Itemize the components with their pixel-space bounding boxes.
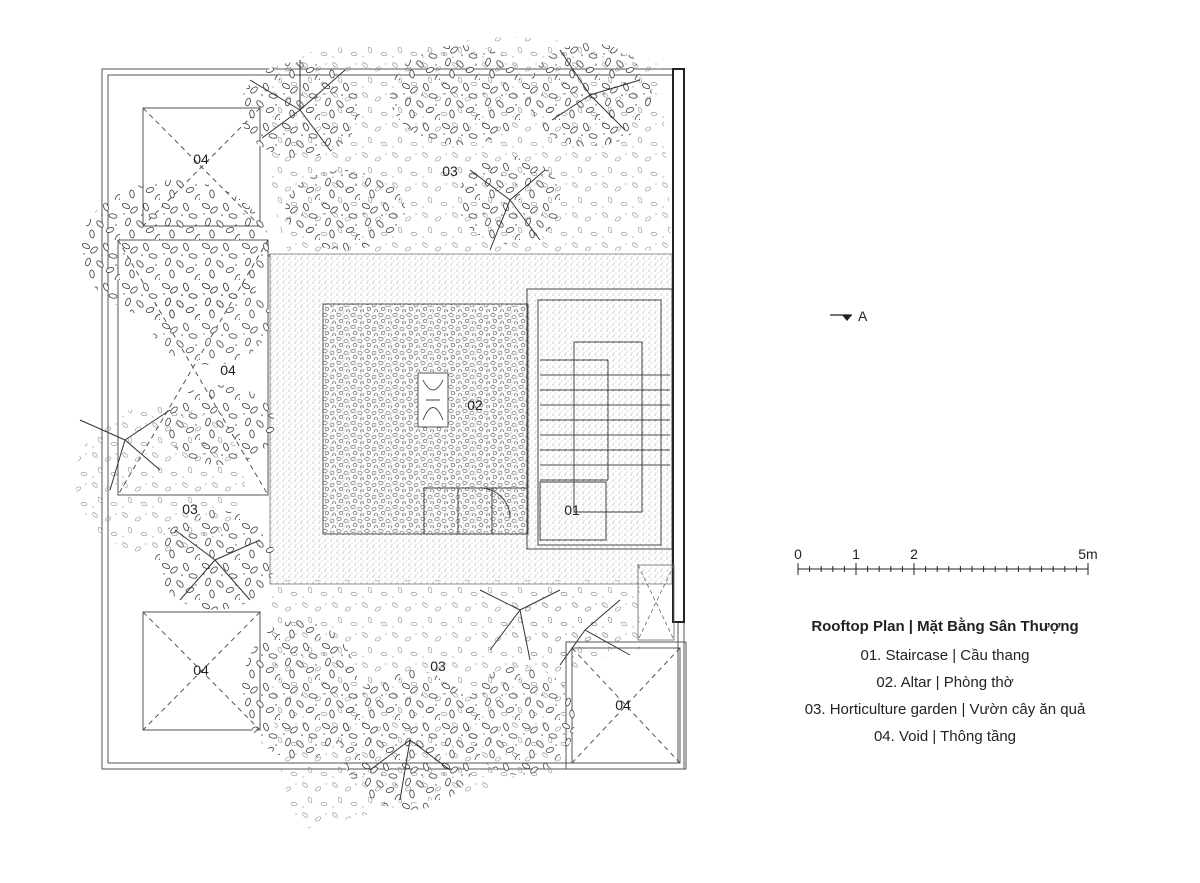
east-wall [672,68,685,623]
legend-item-void: 04. Void | Thông tầng [873,728,1017,745]
scale-bar: 0 1 2 5m [794,546,1098,575]
scale-label-0: 0 [794,546,802,562]
label-garden-left: 03 [182,501,198,517]
garden-foliage [75,37,672,830]
label-garden-top: 03 [442,163,458,179]
altar-room [322,303,529,535]
legend-item-garden: 03. Horticulture garden | Vườn cây ăn qu… [804,701,1086,718]
legend-item-altar: 02. Altar | Phòng thờ [876,674,1014,691]
label-staircase: 01 [564,502,580,518]
scale-label-1: 1 [852,546,860,562]
section-marker-label: A [858,308,868,324]
staircase [423,288,673,550]
label-void-top-left: 04 [193,151,209,167]
scale-label-2: 2 [910,546,918,562]
label-void-bottom-left: 04 [193,662,209,678]
label-altar: 02 [467,397,483,413]
section-marker: A [830,308,868,324]
label-void-mid-left: 04 [220,362,236,378]
label-void-bottom-right: 04 [615,697,631,713]
label-garden-bottom: 03 [430,658,446,674]
legend-title: Rooftop Plan | Mặt Bằng Sân Thượng [811,618,1079,635]
legend-item-staircase: 01. Staircase | Cầu thang [860,647,1030,664]
legend: Rooftop Plan | Mặt Bằng Sân Thượng 01. S… [700,618,1190,755]
scale-label-5m: 5m [1078,546,1097,562]
